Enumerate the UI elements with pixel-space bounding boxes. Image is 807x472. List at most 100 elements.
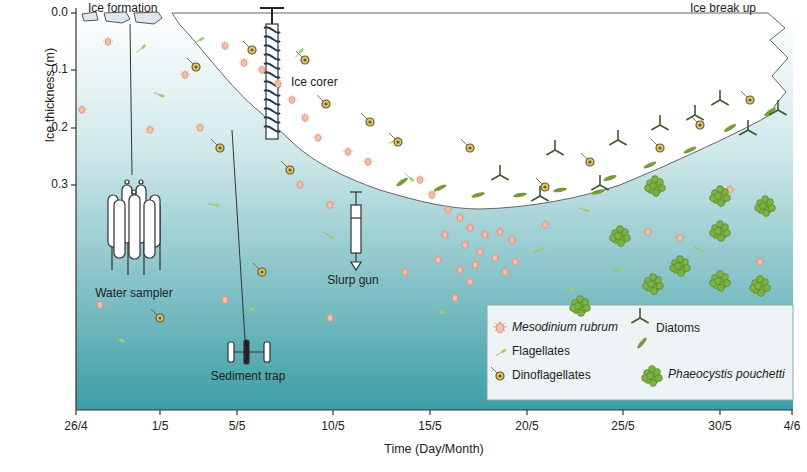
cell [715,278,722,285]
phaeocystis-colony [710,271,731,292]
cell [394,138,402,146]
cell [769,205,776,212]
diatom-colony [631,308,648,323]
dinoflagellate [361,113,374,126]
mesodinium-rubrum [313,133,323,142]
mesodinium-rubrum [239,58,249,67]
flagellum [461,139,467,145]
dinoflagellate [296,51,309,64]
mesodinium-rubrum [460,240,470,249]
diatom-arm [531,196,540,201]
flagellate [243,307,255,314]
flagellum [651,139,657,145]
pennate-diatom [643,160,657,170]
auger-thread [264,126,280,132]
tick-label: 15/5 [418,420,441,434]
mesodinium-rubrum [440,230,450,239]
event-label: Ice break up [690,2,756,16]
nucleus [543,185,546,188]
flagellum [405,174,410,178]
pennate-diatom [513,192,527,198]
nucleus [468,146,471,149]
nucleus [368,120,371,123]
cell [477,249,482,256]
nucleus [588,160,591,163]
diatom-arm [639,308,641,318]
cell [647,373,654,380]
auger-thread [264,90,280,96]
diatom-arm [769,110,778,115]
mesodinium-rubrum [257,65,267,74]
phaeocystis-colony [755,196,776,217]
diatom-colony [686,105,703,120]
diatom-colony [491,165,508,180]
pennate-diatom [683,145,697,155]
phaeocystis-colony [710,221,731,242]
cell [500,348,507,354]
cell [97,302,102,309]
diatom-arm [719,90,721,100]
diatom-arm [546,150,555,155]
cell [429,192,434,199]
mesodinium-rubrum [295,180,305,189]
mesodinium-rubrum [465,277,475,286]
flagellum [208,204,215,205]
mesodinium-rubrum [490,253,500,262]
cell [659,185,666,192]
cell [715,228,722,235]
cell [301,56,309,64]
mesodinium-rubrum [500,267,510,276]
flagellum [581,153,587,159]
tick-label: 25/5 [611,420,634,434]
cell [617,226,624,233]
diatom-colony [711,90,728,105]
diatom-arm [591,185,600,190]
mesodinium-rubrum [325,313,335,322]
cell [584,305,591,312]
flagellum [578,208,585,210]
diatom-arm [739,130,748,135]
cell [656,375,663,382]
phaeocystis-colony [642,366,663,387]
cell [718,285,725,292]
instrument-label: Water sampler [95,287,173,301]
auger-thread [264,99,280,105]
diatom-arm [694,105,696,115]
phaeocystis-colony [710,186,731,207]
cell [445,207,450,214]
mesodinium-rubrum [465,223,475,232]
mesodinium-rubrum [433,255,443,264]
slurp-gun [350,192,362,270]
cell [147,127,152,134]
cell [650,380,657,387]
dinoflagellate [317,95,330,108]
mesodinium-rubrum [77,105,87,114]
diatom-arm [499,165,501,175]
cell [322,100,330,108]
cell [717,271,724,278]
tick-label: 26/4 [64,420,87,434]
phaeocystis-colony [643,274,664,295]
cell [462,242,467,249]
mesodinium-rubrum [180,70,190,79]
cell [298,47,304,54]
phaeocystis-colony [610,226,631,247]
cell [509,237,514,244]
auger-thread [264,54,280,60]
cell [677,256,684,263]
flagellate [208,202,220,207]
flagellate [323,231,335,240]
flagellum [694,247,700,251]
nucleus [396,140,399,143]
diatom-arm [720,100,729,105]
cell [678,270,685,277]
axis-title: Time (Day/Month) [384,442,484,456]
diatom-arm [748,130,757,135]
cell [365,159,370,166]
pennate-diatom [553,187,567,193]
cell [214,203,220,207]
flagellate [563,286,575,295]
diatom-arm [777,100,779,110]
flagellum [361,113,367,119]
